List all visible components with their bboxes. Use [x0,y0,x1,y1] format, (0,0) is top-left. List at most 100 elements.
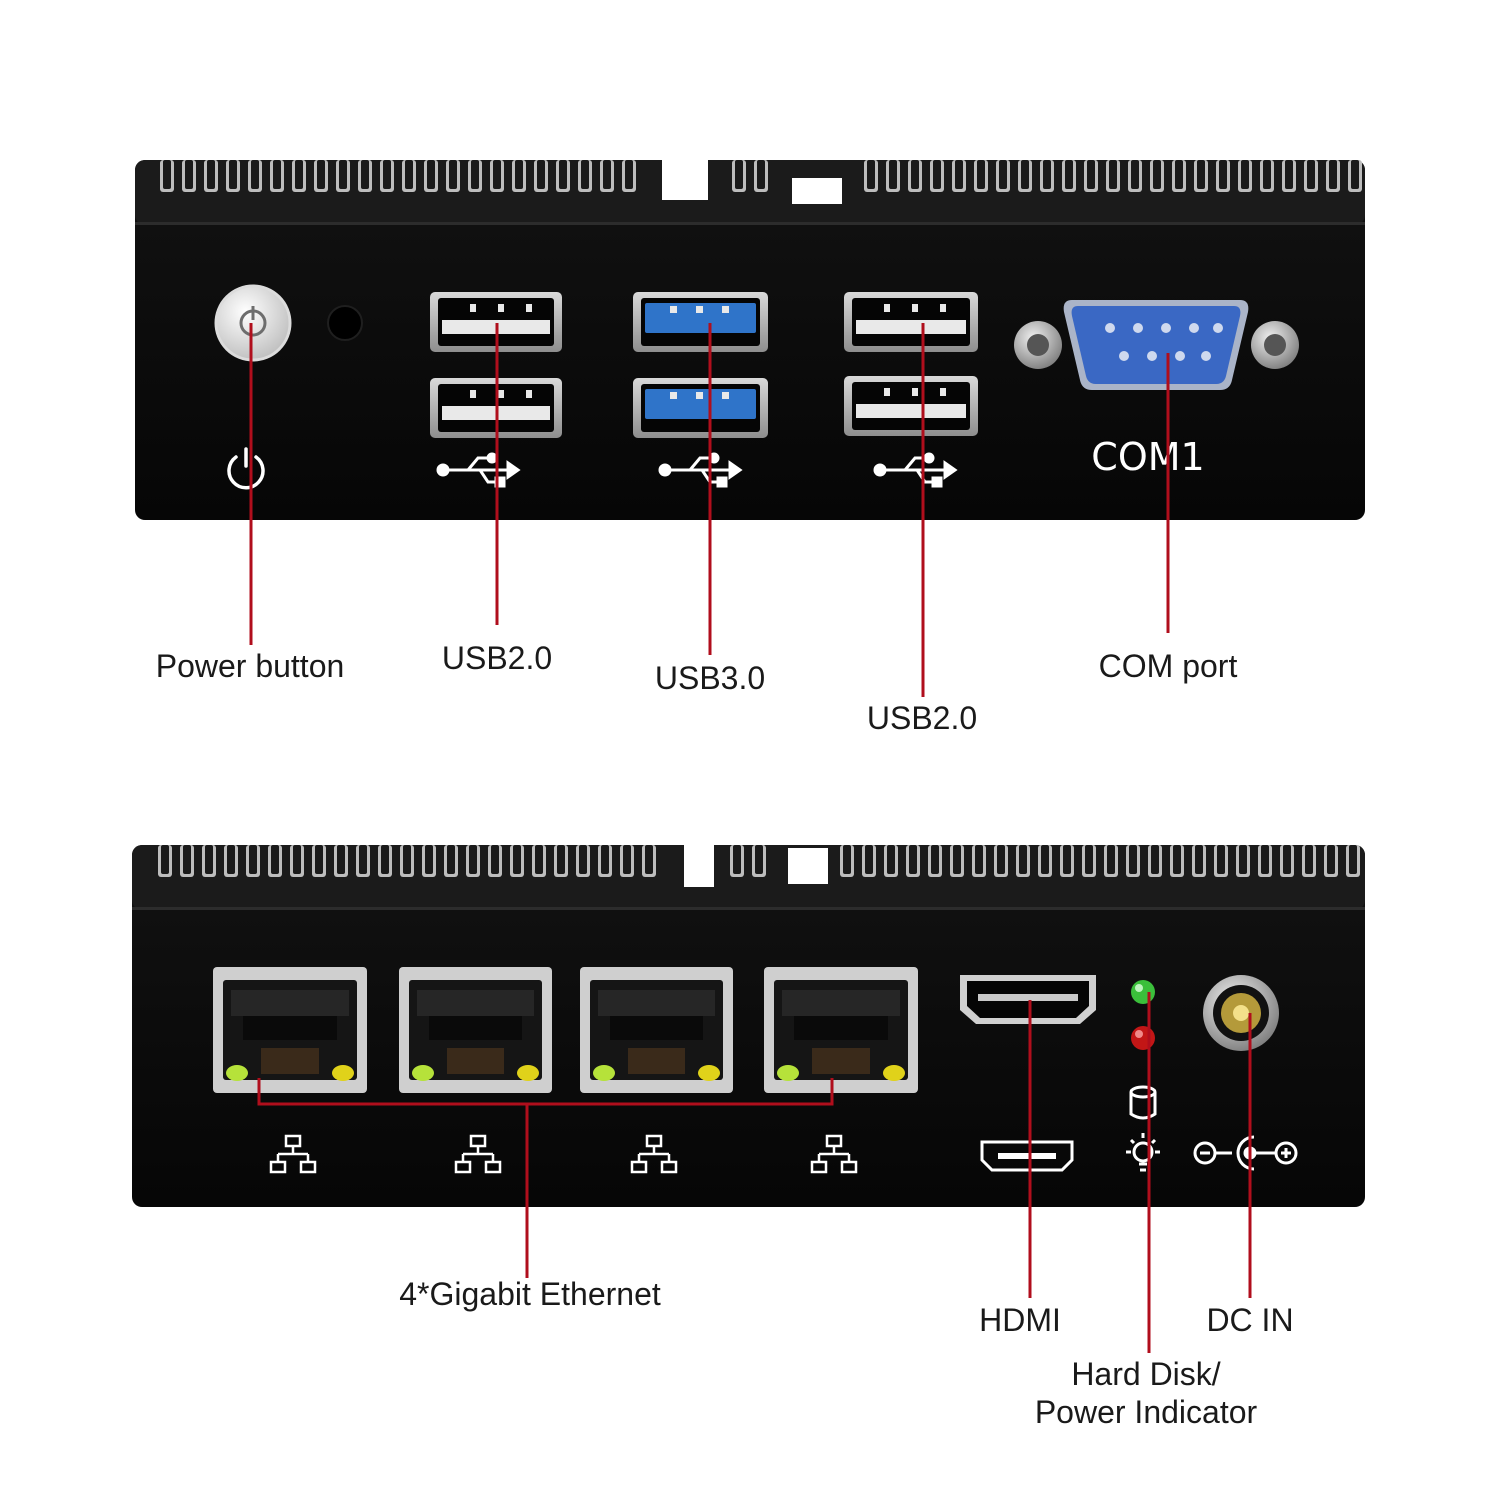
link-led [226,1065,248,1081]
callout-usb2-right: USB2.0 [866,700,978,736]
heatsink-fin-gap [953,845,961,874]
power-symbol-icon [227,447,265,490]
leader-ethernet [257,1078,834,1106]
heatsink-fin-gap [1217,845,1225,874]
hdmi-port[interactable] [960,975,1096,1024]
heatsink-fin-gap [579,845,587,874]
heatsink-fin-gap [1173,845,1181,874]
heatsink-fin-gap [603,160,611,189]
heatsink-fin-gap [361,160,369,189]
heatsink-fin-gap [997,845,1005,874]
heatsink-fin-gap [865,845,873,874]
ethernet-port[interactable] [764,967,918,1093]
heatsink-fin-gap [1109,160,1117,189]
dc-in-jack[interactable] [1203,975,1279,1051]
heatsink-fin-gap [1197,160,1205,189]
usb2-right-stack[interactable] [844,292,978,436]
heatsink-fin-gap [1153,160,1161,189]
callout-com-port: COM port [1098,648,1238,684]
heatsink-fin-gap [493,160,501,189]
heatsink-fin-gap [227,845,235,874]
heatsink-fin-gap [469,845,477,874]
ethernet-port[interactable] [213,967,367,1093]
front-panel: COM1 [135,160,1365,520]
heatsink-fin-gap [1195,845,1203,874]
heatsink-fin-gap [1151,845,1159,874]
front-heatsink [135,160,1365,225]
heatsink-fin-gap [1283,845,1291,874]
heatsink-fin-gap [205,845,213,874]
power-button[interactable] [214,284,292,362]
rear-notch-left [684,845,714,887]
heatsink-fin-gap [249,845,257,874]
heatsink-fin-gap [315,845,323,874]
usb3-stack[interactable] [633,292,768,438]
rear-panel [132,845,1365,1207]
heatsink-fin-gap [911,160,919,189]
heatsink-fin-gap [887,845,895,874]
heatsink-fin-gap [867,160,875,189]
heatsink-fin-gap [295,160,303,189]
heatsink-fin-gap [1107,845,1115,874]
leader-lines [249,323,1252,1353]
heatsink-fin-gap [161,845,169,874]
power-led-icon [1126,1133,1160,1172]
ethernet-ports [213,967,918,1093]
heatsink-fin-gap [1043,160,1051,189]
heatsink-fin-gap [317,160,325,189]
heatsink-fin-gap [405,160,413,189]
network-icons [269,1134,858,1174]
heatsink-fin-gap [1349,845,1357,874]
heatsink-fin-gap [491,845,499,874]
heatsink-fin-gap [1241,160,1249,189]
callout-indicator: Hard Disk/ Power Indicator [1010,1356,1282,1432]
heatsink-fin-gap [931,845,939,874]
heatsink-fin-gap [645,845,653,874]
heatsink-fin-gap [843,845,851,874]
com-silkscreen-label: COM1 [1091,435,1204,479]
usb-symbol-icon [873,452,958,488]
heatsink-fin-gap [909,845,917,874]
usb-symbol-icon [436,452,521,488]
ethernet-port[interactable] [399,967,552,1093]
dc-polarity-icon [1193,1135,1298,1171]
hdmi-icon [980,1140,1074,1172]
activity-led [517,1065,539,1081]
heatsink-fin-gap [755,845,763,874]
front-notch-left [662,160,708,200]
heatsink-fin-gap [1129,845,1137,874]
heatsink-fin-gap [1041,845,1049,874]
heatsink-fin-gap [733,845,741,874]
rear-notch-right [788,848,828,884]
heatsink-fin-gap [447,845,455,874]
heatsink-fin-gap [1085,845,1093,874]
activity-led [698,1065,720,1081]
heatsink-fin-gap [955,160,963,189]
heatsink-fin-gap [559,160,567,189]
reset-hole[interactable] [327,305,363,341]
ethernet-port[interactable] [580,967,733,1093]
heatsink-fin-gap [513,845,521,874]
com-port[interactable] [1014,300,1299,390]
status-led-red [1131,1026,1155,1050]
heatsink-fin-gap [427,160,435,189]
heatsink-fin-gap [1065,160,1073,189]
activity-led [883,1065,905,1081]
heatsink-fin-gap [207,160,215,189]
heatsink-fin-gap [293,845,301,874]
heatsink-fin-gap [999,160,1007,189]
heatsink-fin-gap [425,845,433,874]
heatsink-fin-gap [735,160,743,189]
heatsink-fin-gap [403,845,411,874]
status-led-green [1131,980,1155,1004]
heatsink-fin-gap [383,160,391,189]
callout-usb3: USB3.0 [654,660,766,696]
callout-indicator-line1: Hard Disk/ [1071,1356,1221,1392]
heatsink-fin-gap [1021,160,1029,189]
heatsink-fin-gap [1131,160,1139,189]
hard-disk-icon [1129,1085,1157,1120]
heatsink-fin-gap [381,845,389,874]
heatsink-fin-gap [933,160,941,189]
link-led [412,1065,434,1081]
